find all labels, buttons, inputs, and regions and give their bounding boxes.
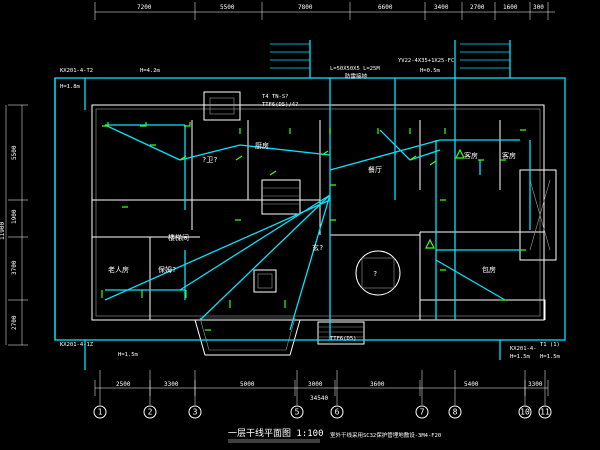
bottom-dim-4: 3000 — [308, 381, 323, 388]
ann-topleft-1: KX201-4-T2 — [60, 68, 93, 74]
ann-bottom-right-1: KX201-4- — [510, 346, 537, 352]
axis-bubble-1: 1 — [93, 370, 107, 419]
axis-bubble-8: 8 — [448, 370, 462, 419]
room-label-guest-1: 客房 — [464, 151, 478, 160]
room-label-kitchen: 厨房 — [255, 141, 269, 150]
bottom-dim-3: 5000 — [240, 381, 255, 388]
svg-text:1: 1 — [98, 408, 103, 417]
svg-text:6: 6 — [335, 408, 340, 417]
annotations: KX201-4-T2 H=1.8m H=4.2m L=50X50X5 L=25M… — [60, 58, 561, 360]
bottom-dim-1: 2500 — [116, 381, 131, 388]
ann-bottom-right-4: H=1.5m — [540, 354, 561, 360]
ann-top-mid-1: L=50X50X5 L=25M — [330, 66, 380, 72]
axis-bubble-6: 6 — [330, 370, 344, 419]
bottom-dim-5: 3600 — [370, 381, 385, 388]
left-dim-1: 5500 — [11, 145, 18, 160]
top-dim-6: 2700 — [470, 4, 485, 11]
room-label-nanny: 保姆? — [158, 265, 176, 274]
bottom-dim-total: 34540 — [310, 395, 328, 402]
top-dim-5: 3400 — [434, 4, 449, 11]
ann-bottom-left-2: H=1.5m — [118, 352, 139, 358]
axis-bubble-2: 2 — [143, 370, 157, 419]
ann-mid-note-2: TTF6(D5)/4? — [262, 102, 298, 108]
ann-bottom-left-1: KX201-4-1Z — [60, 342, 94, 348]
ann-topleft-3: H=4.2m — [140, 68, 161, 74]
left-dim-4: 2700 — [11, 315, 18, 330]
ann-top-mid-2: 防雷接地 — [345, 72, 368, 80]
room-label-center: ? — [373, 270, 377, 278]
ann-bottom-right-3: T1 (1) — [540, 342, 560, 348]
bottom-dimension-chain: 2500 3300 5000 3000 3600 5400 3300 34540 — [94, 380, 549, 402]
ann-bottom-right-2: H=1.5m — [510, 354, 531, 360]
top-dim-1: 7200 — [137, 4, 152, 11]
axis-bubble-7: 7 — [415, 370, 429, 419]
left-dim-2: 1900 — [11, 209, 18, 224]
room-label-stair: 楼梯间 — [168, 233, 189, 242]
ann-topleft-2: H=1.8m — [60, 84, 81, 90]
svg-text:7: 7 — [420, 408, 425, 417]
grid-axes: 1 2 3 5 6 7 8 — [93, 370, 552, 419]
drawing-title-block: 一层干线平面图 1:100 室外干线采用SC32保护管埋地敷设-3M4-F20 — [228, 427, 441, 443]
top-dim-3: 7800 — [298, 4, 313, 11]
bottom-dim-7: 3300 — [528, 381, 543, 388]
top-dim-2: 5500 — [220, 4, 235, 11]
axis-bubble-10: 10 — [518, 370, 532, 419]
axis-bubble-11: 11 — [538, 370, 552, 419]
room-labels: 厨房 餐厅 客房 客房 老人房 保姆? ?卫? 玄? 包房 ? 楼梯间 — [108, 141, 516, 278]
room-label-entry: 玄? — [312, 243, 323, 252]
axis-bubble-5: 5 — [290, 370, 304, 419]
top-dim-8: 300 — [533, 4, 544, 11]
building-walls — [91, 91, 557, 356]
ann-top-right-1: YV22-4X35+1X25-FC — [398, 58, 454, 64]
drawing-title: 一层干线平面图 1:100 — [228, 427, 324, 439]
svg-text:3: 3 — [193, 408, 198, 417]
top-dim-7: 1600 — [503, 4, 518, 11]
drawing-title-note: 室外干线采用SC32保护管埋地敷设-3M4-F20 — [330, 431, 441, 439]
left-dim-3: 3700 — [11, 260, 18, 275]
room-label-dining: 餐厅 — [368, 165, 382, 174]
axis-bubble-3: 3 — [188, 370, 202, 419]
bottom-dim-6: 5400 — [464, 381, 479, 388]
svg-text:2: 2 — [148, 408, 153, 417]
svg-text:11: 11 — [540, 408, 550, 417]
top-dimension-chain: 7200 5500 7800 6600 3400 2700 1600 300 — [94, 2, 555, 20]
green-fixtures — [101, 122, 526, 331]
room-label-guest-2: 客房 — [502, 151, 516, 160]
room-label-wc: ?卫? — [202, 156, 217, 164]
room-label-elder: 老人房 — [108, 265, 129, 274]
svg-text:8: 8 — [453, 408, 458, 417]
left-dim-total: 11900 — [0, 222, 6, 240]
left-dimension-chain: 5500 1900 3700 2700 11900 — [0, 104, 28, 346]
ann-bottom-center: TTF6(D5) — [330, 336, 357, 342]
bottom-dim-2: 3300 — [164, 381, 179, 388]
ann-mid-note-1: T4 TN-S? — [262, 94, 289, 100]
svg-text:5: 5 — [295, 408, 300, 417]
ann-top-right-2: H=0.5m — [420, 68, 441, 74]
cyan-trunk-lines — [54, 40, 566, 370]
svg-text:10: 10 — [520, 408, 530, 417]
top-dim-4: 6600 — [378, 4, 393, 11]
room-label-private-room: 包房 — [482, 265, 496, 274]
